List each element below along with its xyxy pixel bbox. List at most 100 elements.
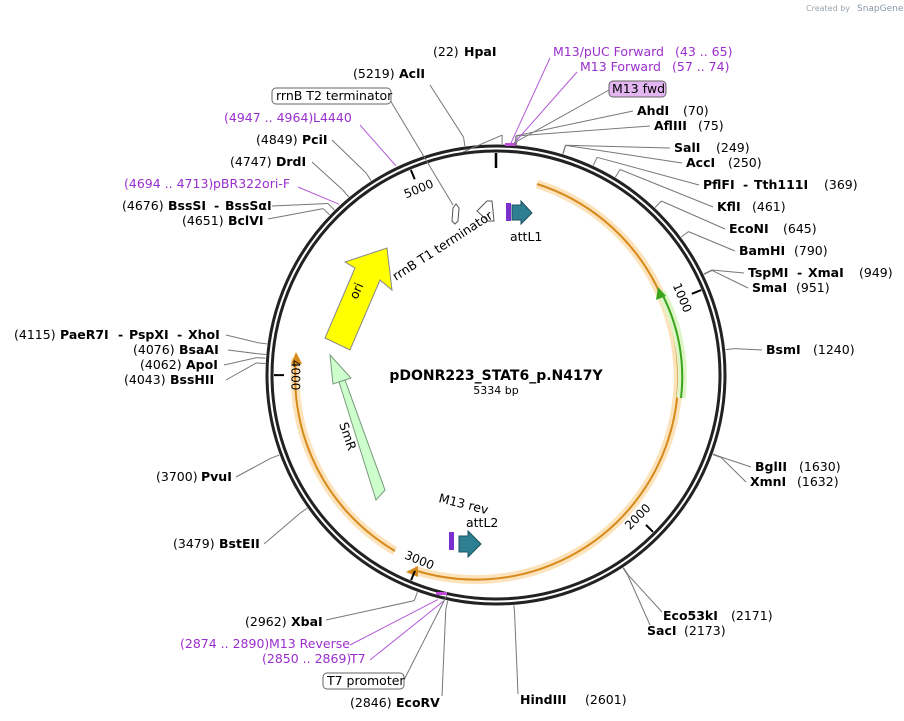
attl2-label: attL2	[466, 515, 498, 530]
leader-stub-bsmi	[725, 348, 735, 351]
site-ahdi-num: (70)	[683, 103, 709, 118]
leader-stub-bclvi	[322, 208, 330, 216]
site-apoi-num: (4062)	[140, 357, 182, 372]
leader-smai	[711, 270, 749, 289]
leader-stub-smai	[703, 270, 713, 275]
site-bclvi[interactable]: BclVI	[228, 213, 264, 228]
site-pspxi[interactable]: PspXI	[129, 327, 169, 342]
site-paer7i[interactable]: PaeR7I	[60, 327, 109, 342]
site-xmai[interactable]: XmaI	[808, 265, 844, 280]
leader-hpai	[462, 134, 503, 153]
orf-arrowhead-main	[406, 566, 418, 577]
site-kfli[interactable]: KflI	[717, 199, 741, 214]
leader-sali	[565, 144, 671, 149]
site-bamhi[interactable]: BamHI	[739, 243, 785, 258]
site-eco53ki[interactable]: Eco53kI	[663, 608, 718, 623]
attl1-marker	[506, 203, 511, 221]
leader-ecoNI	[661, 200, 726, 230]
leader-t7promoter-box	[403, 594, 448, 681]
site-smai[interactable]: SmaI	[752, 280, 787, 295]
site-ecorv-num: (2846)	[350, 695, 392, 710]
site-bsshII-num: (4043)	[124, 372, 166, 387]
primer-l4440-range: (4947 .. 4964)	[224, 110, 313, 125]
site-tth111i[interactable]: Tth111I	[754, 177, 808, 192]
site-drdi[interactable]: DrdI	[276, 154, 306, 169]
site-ecorv[interactable]: EcoRV	[396, 695, 440, 710]
site-xhoi[interactable]: XhoI	[188, 327, 220, 342]
site-hindIII[interactable]: HindIII	[520, 692, 567, 707]
primer-m13rev-range: (2874 .. 2890)	[180, 636, 269, 651]
leader-stub-tspmi	[703, 269, 713, 275]
ori-feature	[324, 247, 393, 351]
leader-stub-acli	[463, 137, 466, 147]
attl2-arrow	[458, 529, 482, 559]
site-pflfi-sep: -	[743, 177, 748, 192]
site-bsmi-num: (1240)	[813, 342, 855, 357]
site-xmni[interactable]: XmnI	[750, 474, 786, 489]
primer-m13rev[interactable]: M13 Reverse	[269, 636, 350, 651]
site-bsaai[interactable]: BsaAI	[179, 342, 219, 357]
site-bsssai[interactable]: BssSαI	[225, 198, 272, 213]
site-pflfi[interactable]: PflFI	[703, 177, 735, 192]
credit-created-by: Created by	[806, 4, 850, 13]
backbone-outer	[265, 144, 727, 606]
site-tspmi[interactable]: TspMI	[748, 265, 788, 280]
plasmid-size: 5334 bp	[473, 384, 518, 397]
leader-stub-pcii	[365, 172, 372, 181]
rrnbt2-arrow	[451, 203, 460, 225]
leader-ecorv	[441, 609, 447, 697]
site-bglII-num: (1630)	[799, 459, 841, 474]
site-pvui[interactable]: PvuI	[201, 469, 232, 484]
site-acli[interactable]: AclI	[399, 66, 425, 81]
site-aflIII[interactable]: AflIII	[654, 118, 687, 133]
leader-bamhi	[688, 231, 736, 252]
primer-t7[interactable]: T7	[349, 651, 366, 666]
site-ecoNI-num: (645)	[783, 221, 817, 236]
leader-stub-ecoNI	[654, 200, 662, 208]
leader-stub-apoi	[256, 357, 266, 359]
site-saci[interactable]: SacI	[647, 623, 677, 638]
site-apoi[interactable]: ApoI	[186, 357, 218, 372]
primer-m13fwd[interactable]: M13 Forward	[580, 59, 661, 74]
site-sali[interactable]: SalI	[674, 140, 700, 155]
site-bsssi-sep: -	[214, 198, 219, 213]
site-xbai[interactable]: XbaI	[291, 614, 323, 629]
leader-pflfi	[596, 156, 700, 186]
leader-drdi	[311, 161, 344, 191]
primer-t7-range: (2850 .. 2869)	[262, 651, 351, 666]
leader-stub-ahdi	[514, 135, 517, 145]
site-acci[interactable]: AccI	[686, 155, 715, 170]
site-bsaai-num: (4076)	[133, 342, 175, 357]
site-smai-num: (951)	[796, 280, 830, 295]
tick-mark-1000	[691, 289, 702, 295]
site-acli-num: (5219)	[353, 66, 395, 81]
site-bsmi[interactable]: BsmI	[766, 342, 801, 357]
leader-hindIII	[514, 614, 519, 695]
leader-stub-eco53ki	[622, 567, 629, 576]
site-paer7i-sep1: -	[118, 327, 123, 342]
site-bglII[interactable]: BglII	[755, 459, 787, 474]
site-hpai[interactable]: HpaI	[464, 44, 497, 59]
leader-bglII	[721, 456, 752, 468]
site-bamhi-num: (790)	[794, 243, 828, 258]
leader-stub-saci	[622, 567, 629, 576]
primer-pbr322[interactable]: pBR322ori-F	[213, 176, 290, 191]
primer-m13puc[interactable]: M13/pUC Forward	[553, 44, 664, 59]
leader-stub-drdi	[342, 189, 350, 198]
leader-kfli	[619, 169, 714, 208]
tick-mark-3000	[410, 570, 416, 581]
site-bsshII[interactable]: BssHII	[170, 372, 214, 387]
site-bsteII[interactable]: BstEII	[219, 536, 260, 551]
leader-xbai	[325, 600, 415, 621]
site-hindIII-num: (2601)	[585, 692, 627, 707]
site-bsssi[interactable]: BssSI	[168, 198, 206, 213]
ori-label: ori	[346, 280, 366, 301]
site-pcii[interactable]: PciI	[302, 132, 328, 147]
primer-l4440[interactable]: L4440	[313, 110, 352, 125]
site-ahdi[interactable]: AhdI	[637, 103, 669, 118]
site-pflfi-num: (369)	[824, 177, 858, 192]
rrnbt1-label: rrnB T1 terminator	[389, 207, 495, 283]
leader-apoi	[223, 357, 257, 366]
site-ecoNI[interactable]: EcoNI	[729, 221, 769, 236]
leader-m13fwd_long	[513, 71, 578, 145]
